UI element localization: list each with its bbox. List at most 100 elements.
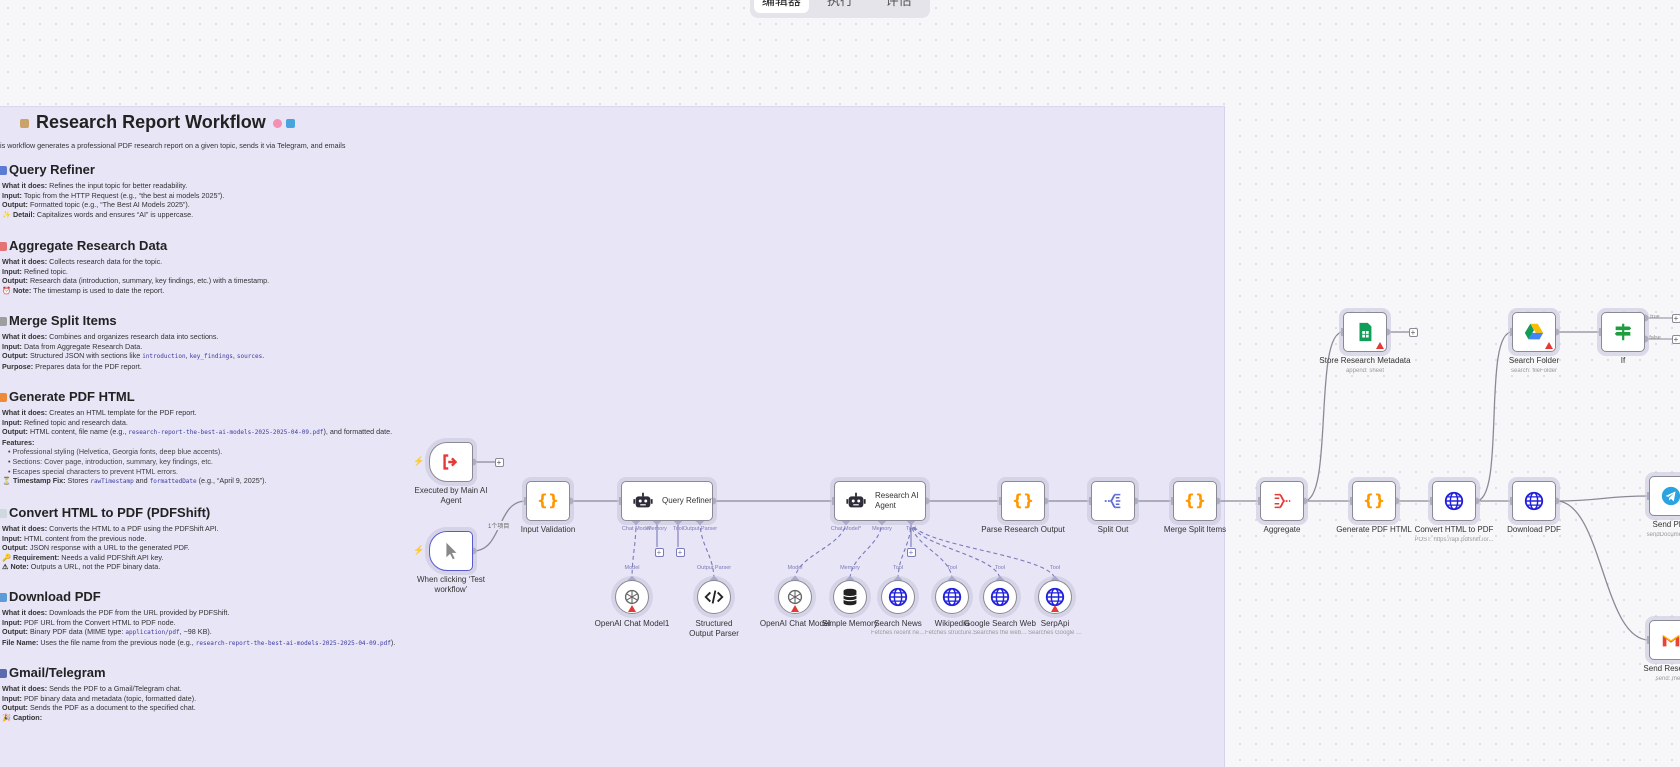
- globe-icon: [989, 586, 1011, 608]
- warning-icon: [1051, 605, 1059, 612]
- node-convertPdf[interactable]: [1432, 481, 1476, 521]
- tab-0[interactable]: 编辑器: [754, 0, 809, 13]
- trigger-bolt-icon: ⚡: [413, 456, 424, 467]
- subnode-wiki[interactable]: [935, 580, 969, 614]
- add-node-button[interactable]: +: [676, 548, 685, 557]
- subnode-serp[interactable]: [1038, 580, 1072, 614]
- section-line: Output: Binary PDF data (MIME type: appl…: [0, 627, 395, 638]
- subnode-handle-label: Tool: [1050, 565, 1060, 571]
- line-text: PDF URL from the Convert HTML to PDF nod…: [22, 618, 176, 627]
- svg-text:{}: {}: [1363, 492, 1385, 510]
- node-parseOutput[interactable]: {}: [1001, 481, 1045, 521]
- section-line: • Professional styling (Helvetica, Georg…: [0, 447, 392, 457]
- inline-code: research-report-the-best-ai-models-2025-…: [128, 429, 323, 436]
- add-node-button[interactable]: +: [495, 458, 504, 467]
- agent-handle-label: Memory: [872, 526, 892, 532]
- section-heading-text: Query Refiner: [9, 162, 95, 177]
- node-manual[interactable]: [429, 531, 473, 571]
- section-heading-text: Aggregate Research Data: [9, 238, 167, 253]
- node-storeMeta[interactable]: [1343, 312, 1387, 352]
- section-line: What it does: Collects research data for…: [0, 257, 269, 267]
- line-text: Collects research data for the topic.: [47, 257, 162, 266]
- node-sendPdf[interactable]: [1649, 476, 1680, 516]
- section-line: What it does: Combines and organizes res…: [0, 332, 264, 342]
- node-searchFolder[interactable]: [1512, 312, 1556, 352]
- subnode-news[interactable]: [881, 580, 915, 614]
- warning-icon: [1545, 342, 1553, 349]
- telegram-icon: [1660, 485, 1680, 507]
- line-text: PDF binary data and metadata (topic, for…: [22, 694, 196, 703]
- phone-icon: [0, 669, 7, 678]
- section-line: What it does: Sends the PDF to a Gmail/T…: [0, 684, 196, 694]
- line-label: Output:: [2, 351, 28, 360]
- inline-code: introduction: [142, 353, 185, 360]
- line-label: Input:: [2, 618, 22, 627]
- line-text: Stores: [66, 476, 91, 485]
- line-text: (e.g., “April 9, 2025”).: [197, 476, 267, 485]
- section-line: What it does: Creates an HTML template f…: [0, 408, 392, 418]
- line-text: .: [262, 351, 264, 360]
- node-label: Store Research Metadata: [1305, 356, 1425, 366]
- view-tabs: 编辑器执行评估: [750, 0, 930, 18]
- node-label: Query Refiner: [662, 496, 712, 506]
- node-splitOut[interactable]: [1091, 481, 1135, 521]
- node-sendResearch[interactable]: [1649, 620, 1680, 660]
- add-node-button[interactable]: +: [907, 548, 916, 557]
- section-line: • Sections: Cover page, introduction, su…: [0, 457, 392, 467]
- add-node-button[interactable]: +: [1672, 335, 1680, 344]
- google-drive-icon: [1523, 321, 1545, 343]
- subnode-openai2[interactable]: [778, 580, 812, 614]
- subnode-subtitle: Searches Google Schol...: [1028, 630, 1083, 636]
- subnode-openai1[interactable]: [615, 580, 649, 614]
- line-text: Sends the PDF to a Gmail/Telegram chat.: [47, 684, 182, 693]
- inline-code: key_findings: [190, 353, 233, 360]
- node-label: When clicking ‘Test workflow’: [406, 575, 496, 595]
- node-inputValidation[interactable]: {}: [526, 481, 570, 521]
- subnode-google[interactable]: [983, 580, 1017, 614]
- node-generateHtml[interactable]: {}: [1352, 481, 1396, 521]
- line-text: Structured JSON with sections like: [28, 351, 142, 360]
- svg-text:{}: {}: [1184, 492, 1206, 510]
- brain-icon: [273, 119, 282, 128]
- section-line: Features:: [0, 438, 392, 448]
- node-subtitle: search: fileFolder: [1474, 368, 1594, 374]
- tab-2[interactable]: 评估: [871, 0, 926, 13]
- line-text: Capitalizes words and ensures “AI” is up…: [35, 210, 193, 219]
- node-if[interactable]: [1601, 312, 1645, 352]
- line-text: Refined topic.: [22, 267, 68, 276]
- section-line: Input: PDF binary data and metadata (top…: [0, 694, 196, 704]
- section-line: What it does: Refines the input topic fo…: [0, 181, 224, 191]
- node-executed[interactable]: [429, 442, 473, 482]
- code-braces-icon: {}: [1184, 490, 1206, 512]
- bullet-text: Sections: Cover page, introduction, summ…: [13, 457, 213, 466]
- node-downloadPdf[interactable]: [1512, 481, 1556, 521]
- node-subtitle: append: sheet: [1305, 368, 1425, 374]
- subnode-memory[interactable]: [833, 580, 867, 614]
- robot-icon: [632, 490, 654, 512]
- inline-code: application/pdf: [125, 629, 179, 636]
- line-text: Converts the HTML to a PDF using the PDF…: [47, 524, 219, 533]
- subnode-handle-label: Output Parser: [697, 565, 731, 571]
- node-researchAgent[interactable]: Research AI Agent: [834, 481, 926, 521]
- node-aggregate[interactable]: [1260, 481, 1304, 521]
- tab-1[interactable]: 执行: [813, 0, 868, 13]
- node-label: Download PDF: [1474, 525, 1594, 535]
- line-label: What it does:: [2, 408, 47, 417]
- line-label: What it does:: [2, 257, 47, 266]
- subnode-parser[interactable]: [697, 580, 731, 614]
- add-node-button[interactable]: +: [1409, 328, 1418, 337]
- warning-icon: [628, 605, 636, 612]
- signpost-icon: [1612, 321, 1634, 343]
- line-text: Uses the file name from the previous nod…: [38, 638, 195, 647]
- globe-icon: [1523, 490, 1545, 512]
- node-mergeSplit[interactable]: {}: [1173, 481, 1217, 521]
- line-label: ✨ Detail:: [2, 210, 35, 219]
- add-node-button[interactable]: +: [655, 548, 664, 557]
- section-line: What it does: Downloads the PDF from the…: [0, 608, 395, 618]
- add-node-button[interactable]: +: [1672, 314, 1680, 323]
- magnifier-icon: [0, 166, 7, 175]
- line-label: What it does:: [2, 684, 47, 693]
- node-queryRefiner[interactable]: Query Refiner: [621, 481, 713, 521]
